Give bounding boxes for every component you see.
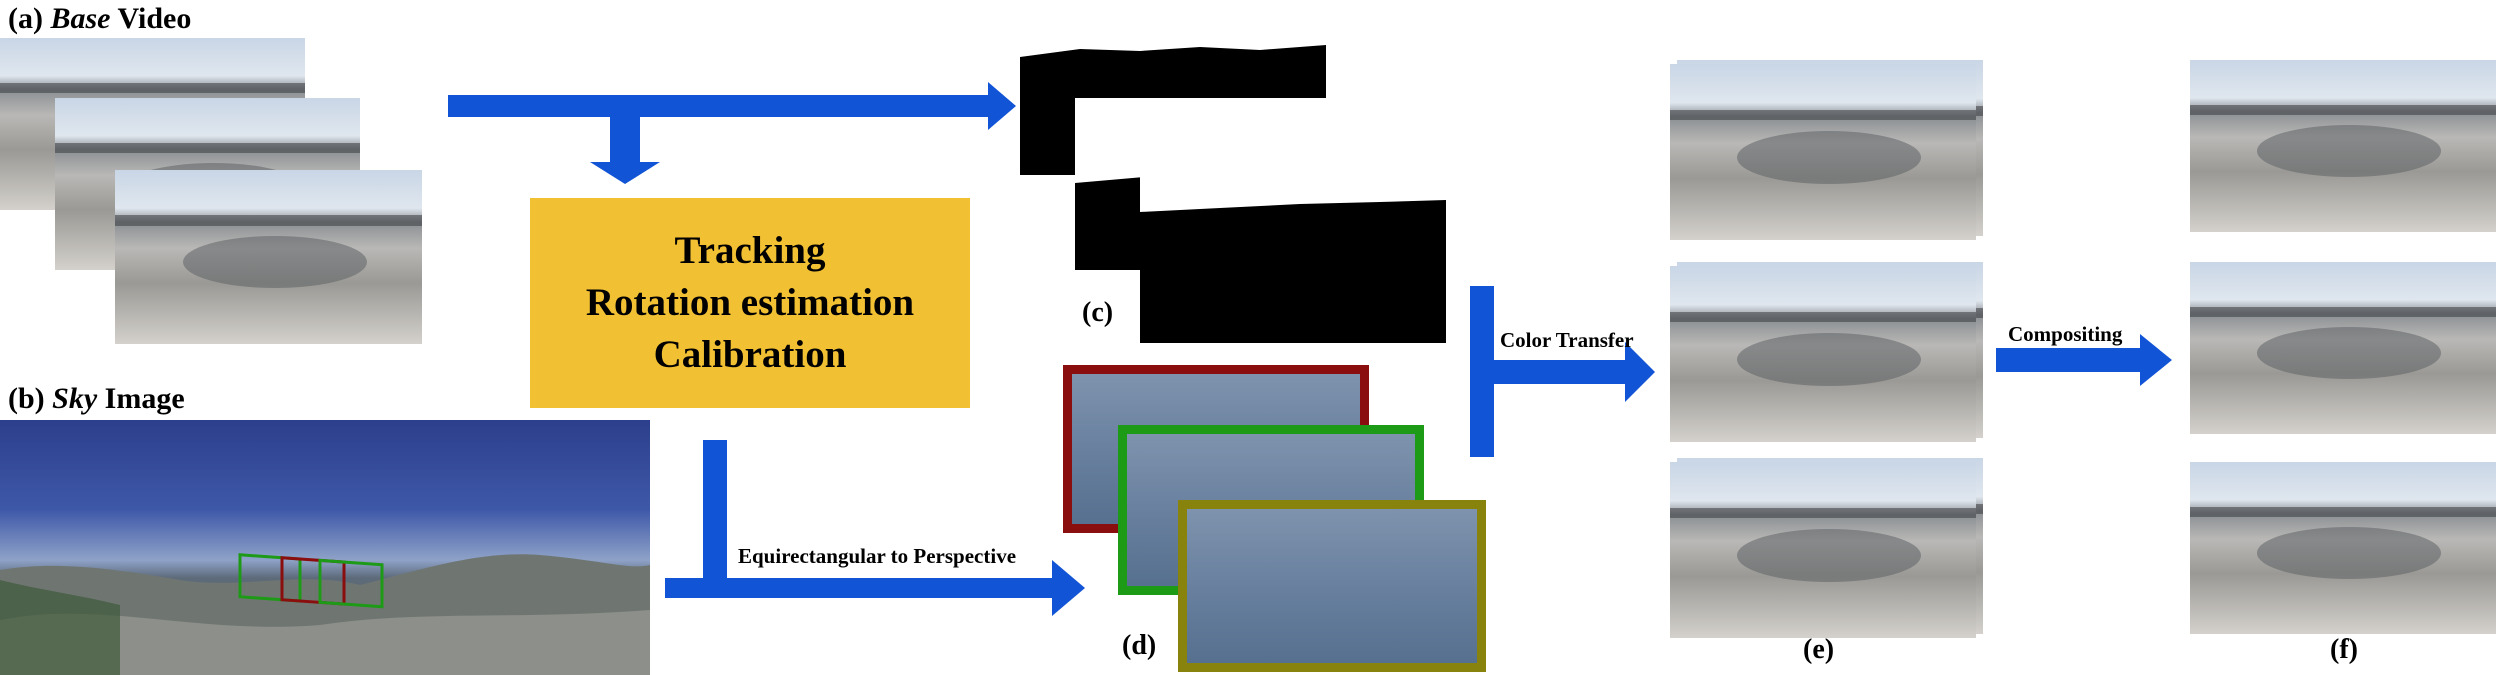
perspective-crop-green <box>238 553 302 603</box>
arrow-color-transfer <box>1470 286 1655 457</box>
mask-sky-region <box>1140 170 1446 212</box>
color-transfer-frame-3 <box>1670 462 1976 638</box>
label-b-sky-image: (b) Sky Image <box>8 382 185 415</box>
label-f: (f) <box>2330 634 2358 665</box>
equirect-label: Equirectangular to Perspective <box>738 544 1017 568</box>
sky-mask-frame-3 <box>1140 170 1446 343</box>
perspective-crop-red <box>280 556 346 606</box>
arrow-equirect-to-perspective <box>665 440 1085 616</box>
color-transfer-label: Color Transfer <box>1500 328 1634 352</box>
label-d: (d) <box>1122 630 1157 661</box>
perspective-crop-frame-olive <box>1178 500 1486 672</box>
label-e: (e) <box>1803 634 1835 665</box>
mask-sky-region <box>1075 98 1381 183</box>
color-transfer-frame-2 <box>1670 266 1976 442</box>
sky-panorama-image <box>0 420 650 675</box>
arrow-to-masks <box>448 82 1016 130</box>
process-line-calibration: Calibration <box>653 333 847 376</box>
process-line-tracking: Tracking <box>674 229 826 272</box>
arrow-compositing <box>1996 334 2172 386</box>
label-a-base-video: (a) Base Video <box>8 2 192 35</box>
process-line-rotation: Rotation estimation <box>585 281 915 324</box>
panorama-rocks <box>0 553 650 675</box>
composited-frame-1 <box>2190 60 2496 232</box>
mask-sky-region <box>1020 5 1326 57</box>
color-transfer-frame-1 <box>1670 64 1976 240</box>
label-c: (c) <box>1082 297 1114 328</box>
arrow-down-to-box <box>590 117 660 184</box>
base-video-frame-3 <box>115 170 422 344</box>
composited-frame-3 <box>2190 462 2496 634</box>
compositing-label: Compositing <box>2008 322 2123 346</box>
process-box: Tracking Rotation estimation Calibration <box>530 198 970 408</box>
composited-frame-2 <box>2190 262 2496 434</box>
perspective-crop-yellow <box>318 558 384 609</box>
